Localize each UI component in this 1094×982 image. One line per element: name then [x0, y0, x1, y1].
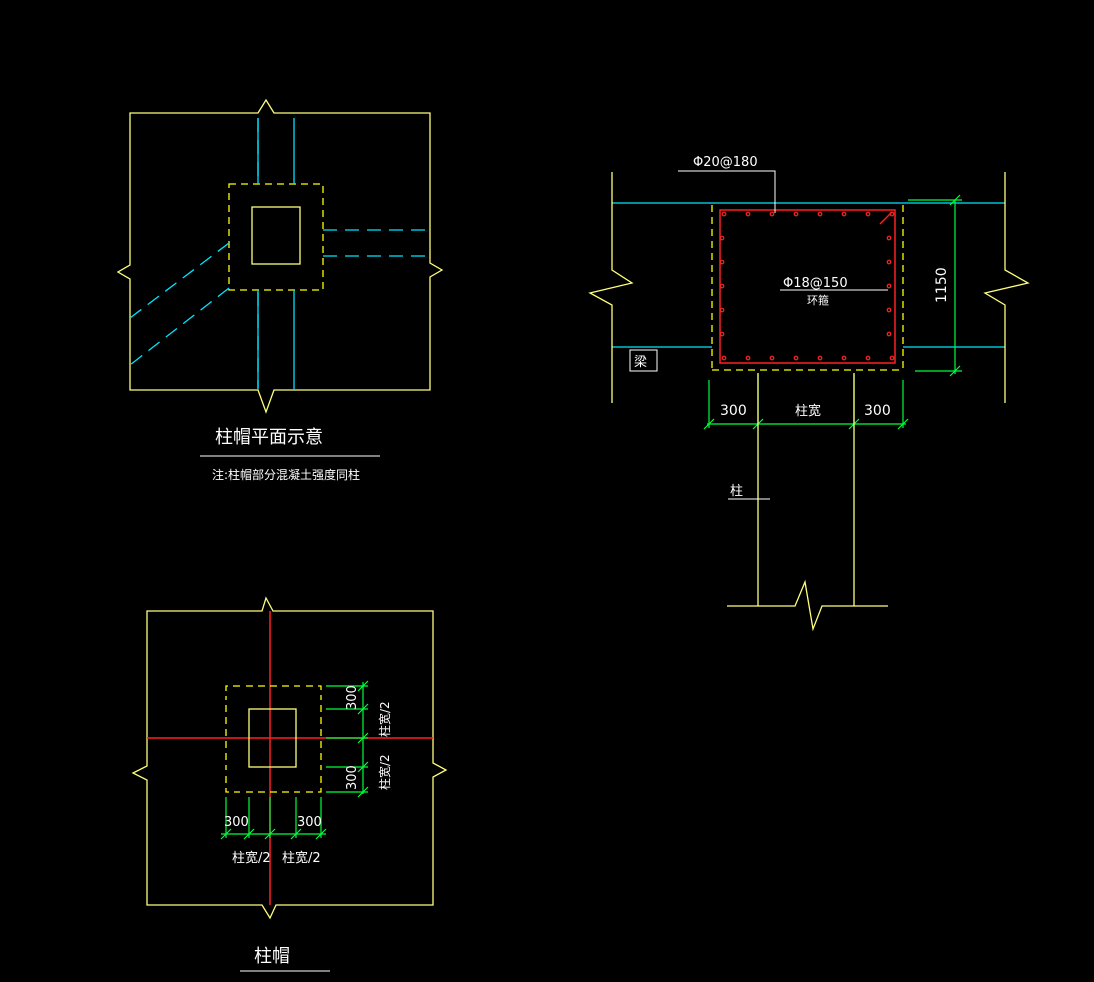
rebar-dot	[841, 211, 847, 217]
rebar-dot	[793, 355, 799, 361]
rebar-dot	[745, 211, 751, 217]
cap-dim-left-half: 柱宽/2	[232, 850, 271, 866]
rebar-dot	[865, 211, 871, 217]
cap-plan: 300 柱宽/2 柱宽/2 300 300 300 柱宽/2 柱宽/2 柱帽	[131, 596, 448, 972]
column-break	[727, 579, 888, 632]
rebar-dot	[769, 211, 775, 217]
rebar-dot	[721, 211, 727, 217]
plan-note: 注:柱帽部分混凝土强度同柱	[212, 467, 360, 482]
plan-sketch: 柱帽平面示意 注:柱帽部分混凝土强度同柱	[116, 98, 444, 482]
rebar-dots	[719, 211, 895, 361]
rebar-dot	[719, 331, 725, 337]
side-rebar-label: Φ18@150	[783, 276, 848, 291]
rebar-dot	[841, 355, 847, 361]
cap-dim-top-300: 300	[345, 685, 360, 710]
cap-dim-left-300: 300	[224, 815, 249, 830]
column-square	[251, 206, 301, 265]
rebar-dot	[745, 355, 751, 361]
rebar-dot	[886, 259, 892, 265]
cap-title: 柱帽	[254, 946, 290, 967]
dim-left-300: 300	[720, 403, 747, 419]
section-detail: Φ20@180 Φ18@150 环箍 梁 1150 300 柱宽 300 柱	[588, 155, 1030, 632]
rebar-dot	[889, 211, 895, 217]
height-dim: 1150	[934, 267, 950, 303]
stirrup-label: 环箍	[807, 293, 829, 307]
cap-dim-right-half: 柱宽/2	[282, 850, 321, 866]
beam-label: 梁	[634, 355, 647, 370]
cap-dashed-outline	[225, 685, 322, 793]
plan-slab-outline	[116, 98, 444, 414]
rebar-dot	[886, 307, 892, 313]
cap-dim-bottom-300: 300	[345, 765, 360, 790]
rebar-dot	[719, 235, 725, 241]
rebar-dot	[793, 211, 799, 217]
beam-tag-box	[629, 349, 658, 372]
plan-beams	[129, 118, 430, 390]
rebar-dot	[719, 307, 725, 313]
column-label: 柱	[730, 484, 743, 499]
rebar-dot	[719, 259, 725, 265]
section-right-break	[983, 172, 1030, 403]
cap-dim-bottom-half: 柱宽/2	[377, 754, 392, 790]
rebar-dot	[886, 235, 892, 241]
cap-dashed-outline	[228, 183, 324, 291]
rebar-dot	[721, 355, 727, 361]
rebar-dot	[817, 355, 823, 361]
cap-slab-outline	[131, 596, 448, 920]
rebar-dot	[886, 331, 892, 337]
dim-right-300: 300	[864, 403, 891, 419]
rebar-dot	[769, 355, 775, 361]
section-left-break	[588, 172, 634, 403]
cap-dim-top-half: 柱宽/2	[377, 701, 392, 737]
rebar-dot	[817, 211, 823, 217]
plan-title: 柱帽平面示意	[215, 427, 323, 448]
rebar-dot	[719, 283, 725, 289]
rebar-dot	[889, 355, 895, 361]
top-rebar-label: Φ20@180	[693, 155, 758, 170]
cap-column-square	[248, 708, 297, 768]
cap-dim-right-300: 300	[297, 815, 322, 830]
rebar-dot	[886, 283, 892, 289]
dim-column-width: 柱宽	[795, 403, 821, 419]
rebar-dot	[865, 355, 871, 361]
